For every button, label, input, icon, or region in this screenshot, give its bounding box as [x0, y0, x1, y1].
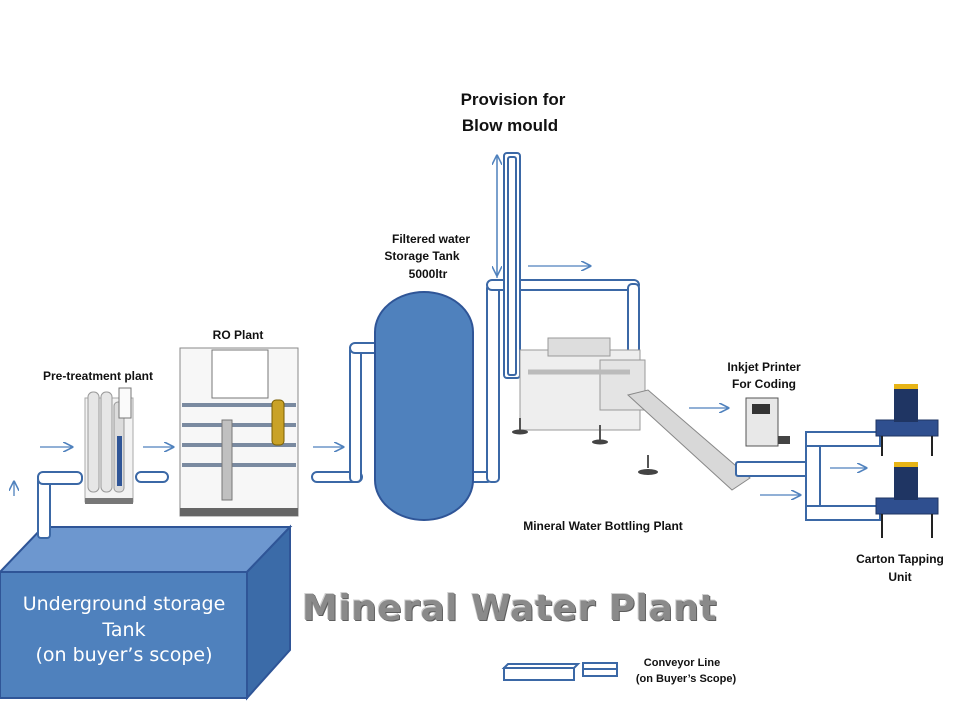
blow-mould-line1: Provision for — [460, 90, 566, 109]
carton-conveyor — [735, 431, 881, 521]
inkjet-label: Inkjet Printer For Coding — [712, 360, 816, 392]
carton-line2: Unit — [888, 570, 912, 585]
legend-line2: (on Buyer’s Scope) — [635, 673, 737, 686]
underground-line1: Underground storage — [22, 593, 226, 615]
inkjet-printer-image — [745, 397, 790, 447]
carton-tapping-machines — [875, 384, 939, 538]
ro-plant-image — [179, 347, 299, 517]
underground-line2: Tank — [102, 618, 146, 641]
legend-label: Conveyor Line (on Buyer’s Scope) — [616, 657, 756, 686]
underground-line3: (on buyer’s scope) — [35, 644, 213, 667]
carton-label: Carton Tapping Unit — [842, 552, 958, 585]
inkjet-line2: For Coding — [732, 377, 796, 392]
pretreatment-plant-image — [84, 387, 134, 504]
inkjet-line1: Inkjet Printer — [727, 360, 801, 374]
underground-tank-label: Underground storage Tank (on buyer’s sco… — [6, 592, 242, 669]
filtered-tank-label: Filtered water Storage Tank 5000ltr — [362, 232, 482, 281]
bottling-plant-label: Mineral Water Bottling Plant — [523, 519, 683, 533]
underground-tank — [0, 524, 293, 701]
ro-plant-label: RO Plant — [212, 328, 264, 342]
filtered-water-tank — [374, 291, 474, 521]
legend-line1: Conveyor Line — [643, 657, 721, 669]
pipe-network — [37, 152, 640, 539]
blow-mould-label: Provision for Blow mould — [438, 90, 588, 137]
diagram-title: Mineral Water Plant — [302, 588, 718, 629]
blow-mould-line2: Blow mould — [461, 116, 559, 136]
pretreatment-label: Pre-treatment plant — [42, 369, 154, 383]
filtered-tank-line1: Filtered water — [391, 232, 471, 246]
carton-line1: Carton Tapping — [856, 552, 944, 566]
filtered-tank-line2: Storage Tank — [384, 249, 460, 264]
bottling-plant-image — [512, 337, 751, 491]
filtered-tank-line3: 5000ltr — [408, 266, 448, 281]
legend-conveyor-symbol — [501, 662, 618, 681]
